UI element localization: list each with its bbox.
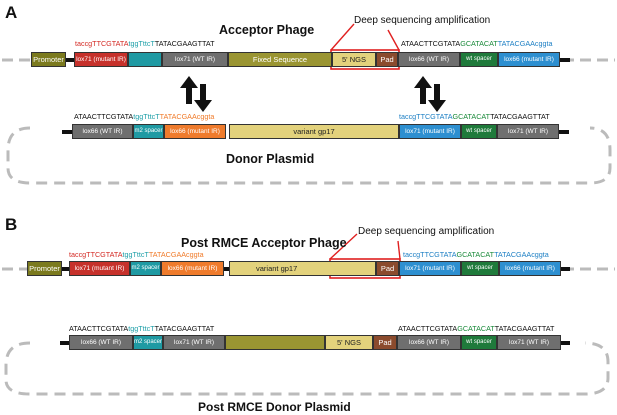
seq-fragment: TATACGAAcggta xyxy=(159,112,215,121)
donor-lox71-mutant-segment: lox71 (mutant IR) xyxy=(399,124,461,139)
seq-fragment: tggTttcT xyxy=(128,324,155,333)
post-donor-ngs-segment: 5' NGS xyxy=(325,335,373,350)
seq-fragment: ATAACTTCGTATA xyxy=(398,324,458,333)
seq-fragment: taccgTTCGTATA xyxy=(399,112,453,121)
post-m2-spacer-segment: m2 spacer xyxy=(130,261,161,276)
ngs-callout-line-right xyxy=(387,29,400,51)
seq-fragment: tggTttcT xyxy=(128,39,155,48)
donor-lox71-wt-segment: lox71 (WT IR) xyxy=(497,124,559,139)
seq-fragment: GCATACAT xyxy=(452,112,491,121)
panel-a-label: A xyxy=(5,3,18,22)
donor-seq-left: ATAACTTCGTATAtggTttcTTATACGAAcggta xyxy=(74,112,214,121)
seq-fragment: tggTttcT xyxy=(122,250,149,259)
post-donor-pad-segment: Pad xyxy=(373,335,397,350)
post-wt-spacer-segment: wt spacer xyxy=(461,261,499,276)
exchange-arrows-left xyxy=(180,76,212,112)
seq-fragment: TATACGAAcggta xyxy=(497,39,553,48)
donor-lox66-wt-segment: lox66 (WT IR) xyxy=(72,124,133,139)
post-ngs-callout-line-right xyxy=(397,240,401,260)
seq-fragment: ATAACTTCGTATA xyxy=(74,112,134,121)
fixed-sequence-segment: Fixed Sequence xyxy=(228,52,332,67)
post-donor-plasmid-outline xyxy=(4,341,610,396)
connector-bar xyxy=(62,130,72,134)
post-donor-lox71-wt-segment: lox71 (WT IR) xyxy=(163,335,225,350)
seq-fragment: ATAACTTCGTATA xyxy=(401,39,461,48)
pad-segment: Pad xyxy=(376,52,398,67)
seq-fragment: GCATACAT xyxy=(460,39,498,48)
donor-m2-spacer-segment: m2 spacer xyxy=(133,124,164,139)
post-donor-fixed-segment xyxy=(225,335,325,350)
acceptor-seq-right: ATAACTTCGTATAGCATACATTATACGAAcggta xyxy=(401,39,553,48)
donor-lox66-mutant-segment: lox66 (mutant IR) xyxy=(164,124,226,139)
exchange-arrows-right xyxy=(414,76,446,112)
post-donor-lox66-wt-right-segment: lox66 (WT IR) xyxy=(397,335,461,350)
seq-fragment: tggTttcT xyxy=(133,112,160,121)
seq-fragment: TATACGAAGTTAT xyxy=(494,324,555,333)
lox71-mutant-segment: lox71 (mutant IR) xyxy=(74,52,128,67)
seq-fragment: TATACGAAcggta xyxy=(148,250,204,259)
post-donor-wt-spacer-segment: wt spacer xyxy=(461,335,497,350)
post-acceptor-phage-title: Post RMCE Acceptor Phage xyxy=(181,236,347,250)
lox66-mutant-segment: lox66 (mutant IR) xyxy=(498,52,560,67)
panel-b-label: B xyxy=(5,215,18,234)
connector-bar xyxy=(560,58,570,62)
acceptor-phage-title: Acceptor Phage xyxy=(219,23,315,37)
connector-bar xyxy=(224,267,229,271)
post-lox71-mutant-right-segment: lox71 (mutant IR) xyxy=(399,261,461,276)
post-donor-seq-right: ATAACTTCGTATAGCATACATTATACGAAGTTAT xyxy=(398,324,554,333)
post-deep-seq-label: Deep sequencing amplification xyxy=(358,226,495,237)
post-lox71-mutant-segment: lox71 (mutant IR) xyxy=(69,261,130,276)
connector-bar xyxy=(62,267,69,271)
post-lox66-mutant-segment: lox66 (mutant IR) xyxy=(161,261,224,276)
m2-spacer-segment xyxy=(128,52,162,67)
seq-fragment: GCATACAT xyxy=(457,324,495,333)
donor-plasmid-title: Donor Plasmid xyxy=(226,152,315,166)
post-ngs-callout-line-left xyxy=(329,233,358,260)
post-donor-seq-left: ATAACTTCGTATAtggTttcTTATACGAAGTTAT xyxy=(69,324,214,333)
post-lox66-mutant-right-segment: lox66 (mutant IR) xyxy=(499,261,561,276)
wt-spacer-segment: wt spacer xyxy=(460,52,498,67)
connector-bar xyxy=(561,341,570,345)
donor-variant-gp17-segment: variant gp17 xyxy=(229,124,399,139)
connector-bar xyxy=(559,130,569,134)
seq-fragment: taccgTTCGTATA xyxy=(75,39,129,48)
post-variant-gp17-segment: variant gp17 xyxy=(229,261,376,276)
ngs-segment: 5' NGS xyxy=(332,52,376,67)
lox66-wt-segment: lox66 (WT IR) xyxy=(398,52,460,67)
post-donor-lox71-wt-right-segment: lox71 (WT IR) xyxy=(497,335,561,350)
post-donor-lox66-wt-segment: lox66 (WT IR) xyxy=(69,335,133,350)
post-acceptor-seq-left: taccgTTCGTATAtggTttcTTATACGAAcggta xyxy=(69,250,204,259)
donor-wt-spacer-segment: wt spacer xyxy=(461,124,497,139)
donor-plasmid-outline xyxy=(6,126,612,185)
connector-bar xyxy=(66,58,74,62)
post-donor-plasmid-title: Post RMCE Donor Plasmid xyxy=(198,400,351,414)
seq-fragment: ATAACTTCGTATA xyxy=(69,324,129,333)
post-donor-m2-spacer-segment: m2 spacer xyxy=(133,335,163,350)
seq-fragment: taccgTTCGTATA xyxy=(403,250,457,259)
post-promoter-segment: Promoter xyxy=(27,261,62,276)
seq-fragment: taccgTTCGTATA xyxy=(69,250,123,259)
seq-fragment: TATACGAAGTTAT xyxy=(490,112,550,121)
acceptor-seq-left: taccgTTCGTATAtggTttcTTATACGAAGTTAT xyxy=(75,39,215,48)
connector-bar xyxy=(60,341,69,345)
connector-bar xyxy=(561,267,570,271)
seq-fragment: TATACGAAGTTAT xyxy=(154,39,215,48)
post-pad-segment: Pad xyxy=(376,261,399,276)
seq-fragment: TATACGAAcggta xyxy=(494,250,549,259)
lox71-wt-segment: lox71 (WT IR) xyxy=(162,52,228,67)
donor-seq-right: taccgTTCGTATAGCATACATTATACGAAGTTAT xyxy=(399,112,550,121)
deep-seq-label: Deep sequencing amplification xyxy=(354,15,491,26)
seq-fragment: GCATACAT xyxy=(456,250,495,259)
ngs-callout-line-left xyxy=(330,23,355,51)
post-acceptor-seq-right: taccgTTCGTATAGCATACATTATACGAAcggta xyxy=(403,250,549,259)
seq-fragment: TATACGAAGTTAT xyxy=(154,324,215,333)
promoter-segment: Promoter xyxy=(31,52,66,67)
